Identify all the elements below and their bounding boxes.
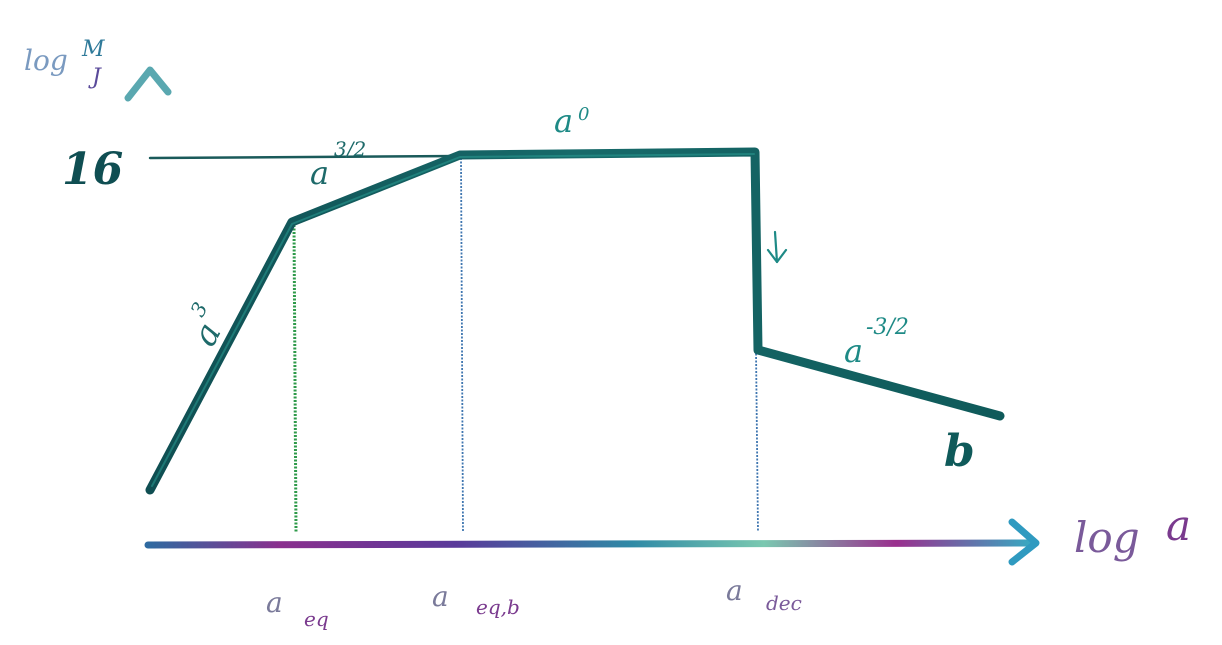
svg-text:a: a [185,316,230,353]
svg-text:eq,b: eq,b [476,595,520,619]
jeans-mass-curve-highlight [151,153,755,487]
svg-text:3/2: 3/2 [334,137,366,161]
label-a-minus-32: a -3/2 [844,315,909,370]
y-axis-arrowhead [124,66,172,102]
svg-text:a: a [310,154,329,192]
y-axis-label-J: J [88,65,102,90]
svg-text:dec: dec [766,591,802,615]
x-axis-label-a: a [1166,501,1191,550]
svg-text:-3/2: -3/2 [866,315,909,340]
svg-text:a: a [726,574,743,607]
x-axis-arrowhead [1008,518,1040,566]
x-tick-adec: a dec [726,574,802,615]
guide-16-line [148,154,462,160]
label-b: b [944,426,975,477]
svg-text:a: a [432,580,449,613]
guide-aeq [292,224,298,533]
x-axis-label-log: log [1074,513,1140,562]
x-tick-aeq: a eq [266,586,329,631]
y-axis-label-log: log [24,44,68,77]
y-tick-16: 16 [62,144,123,195]
svg-text:0: 0 [578,104,589,125]
y-axis-label-M: M [81,37,105,62]
svg-text:eq: eq [304,607,329,631]
guide-aeqb [460,157,464,533]
arrow-down-icon [766,230,788,264]
svg-text:a: a [554,102,573,140]
svg-text:3: 3 [185,298,212,321]
label-a0: a 0 [554,102,589,140]
label-a32: a 3/2 [310,137,366,192]
svg-text:a: a [266,586,283,619]
svg-text:a: a [844,332,863,370]
guide-adec [755,349,759,533]
x-axis [144,539,1032,549]
x-tick-aeqb: a eq,b [432,580,520,619]
